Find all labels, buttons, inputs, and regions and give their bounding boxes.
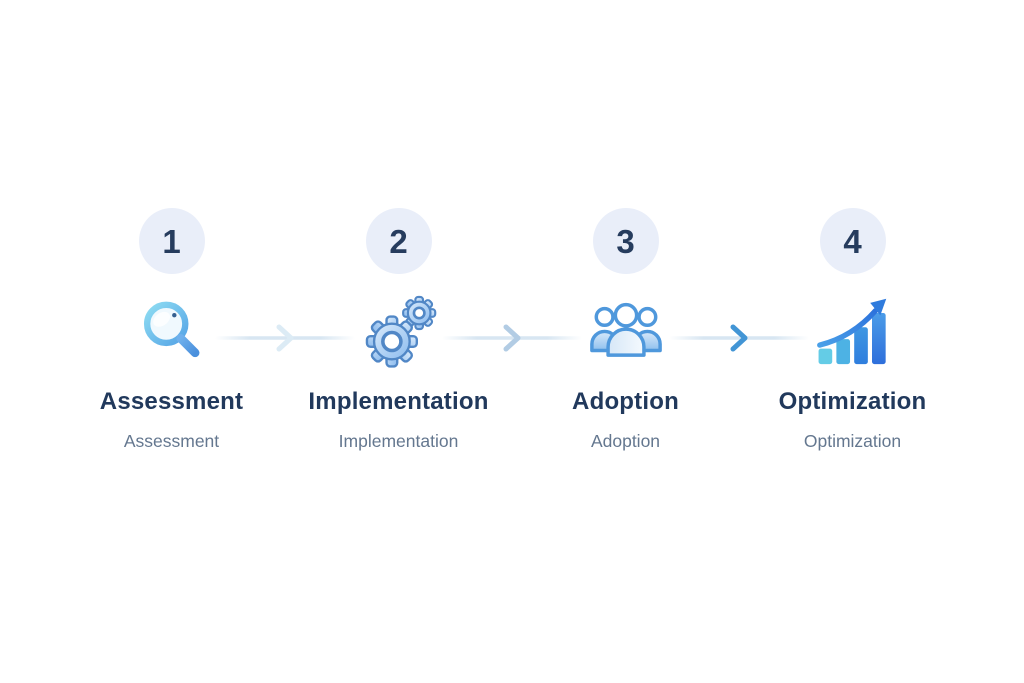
step-adoption: 3 — [512, 208, 739, 452]
step-title: Assessment — [99, 388, 244, 415]
step-subtitle: Optimization — [803, 431, 902, 451]
steps-row: 1 Asses — [0, 208, 1024, 452]
chevron-right-icon — [276, 324, 294, 352]
step-subtitle: Adoption — [590, 431, 661, 451]
connector-arrow-1 — [215, 320, 355, 356]
connector-arrow-2 — [442, 320, 582, 356]
growth-chart-icon — [815, 291, 891, 373]
step-title: Optimization — [778, 388, 927, 415]
step-number: 3 — [616, 222, 635, 260]
connector-arrow-3 — [669, 320, 809, 356]
step-number-badge: 1 — [138, 208, 205, 274]
gears-icon — [361, 291, 437, 373]
step-assessment: 1 Asses — [58, 208, 285, 452]
step-number-badge: 3 — [592, 208, 659, 274]
chevron-right-icon — [503, 324, 521, 352]
step-subtitle: Assessment — [123, 431, 220, 451]
chevron-right-icon — [730, 324, 748, 352]
step-number: 4 — [843, 222, 862, 260]
step-number: 1 — [162, 222, 181, 260]
magnifier-icon — [135, 291, 209, 373]
step-title: Implementation — [308, 388, 489, 415]
step-number-badge: 2 — [365, 208, 432, 274]
team-icon — [589, 291, 663, 373]
step-number: 2 — [389, 222, 408, 260]
step-subtitle: Implementation — [338, 431, 459, 451]
step-optimization: 4 — [739, 208, 966, 452]
step-number-badge: 4 — [819, 208, 886, 274]
step-title: Adoption — [572, 388, 679, 415]
step-implementation: 2 — [285, 208, 512, 452]
